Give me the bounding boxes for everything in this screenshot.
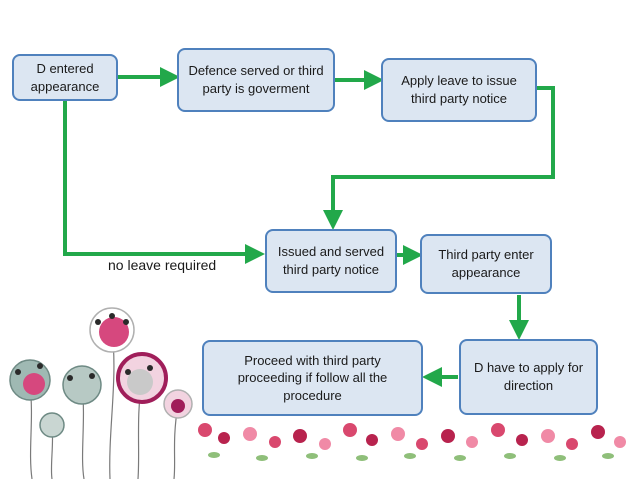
node-proceed-text: Proceed with third party proceeding if f… bbox=[237, 352, 388, 403]
node-apply-leave: Apply leave to issue third party notice bbox=[381, 58, 537, 122]
node-issued-served-text: Issued and served third party notice bbox=[277, 244, 385, 277]
flower-small-right bbox=[163, 389, 193, 419]
node-proceed: Proceed with third party proceeding if f… bbox=[202, 340, 423, 416]
flower-small-bottom bbox=[39, 412, 65, 438]
node-defence-served-text: Defence served or third party is goverme… bbox=[188, 63, 324, 96]
no-leave-required-label: no leave required bbox=[108, 257, 217, 273]
flower-teal-mid bbox=[62, 365, 102, 405]
flower-teal-left bbox=[9, 359, 51, 401]
node-defence-served: Defence served or third party is goverme… bbox=[177, 48, 335, 112]
node-d-apply-direction: D have to apply for direction bbox=[459, 339, 598, 415]
node-d-entered-text: D entered appearance bbox=[30, 60, 100, 94]
node-third-party-enter-text: Third party enter appearance bbox=[438, 247, 534, 280]
node-third-party-enter: Third party enter appearance bbox=[420, 234, 552, 294]
node-apply-leave-text: Apply leave to issue third party notice bbox=[401, 73, 517, 106]
arrow-apply-to-issued bbox=[323, 86, 555, 230]
rose-leaves bbox=[208, 452, 614, 461]
rose-border bbox=[198, 423, 626, 450]
flower-pink-large bbox=[89, 307, 135, 353]
node-issued-served: Issued and served third party notice bbox=[265, 229, 397, 293]
node-d-apply-direction-text: D have to apply for direction bbox=[473, 360, 584, 393]
node-d-entered: D entered appearance bbox=[12, 54, 118, 101]
flower-pink-mid bbox=[116, 352, 168, 404]
arrow-d-to-issued-no-leave bbox=[63, 100, 265, 264]
